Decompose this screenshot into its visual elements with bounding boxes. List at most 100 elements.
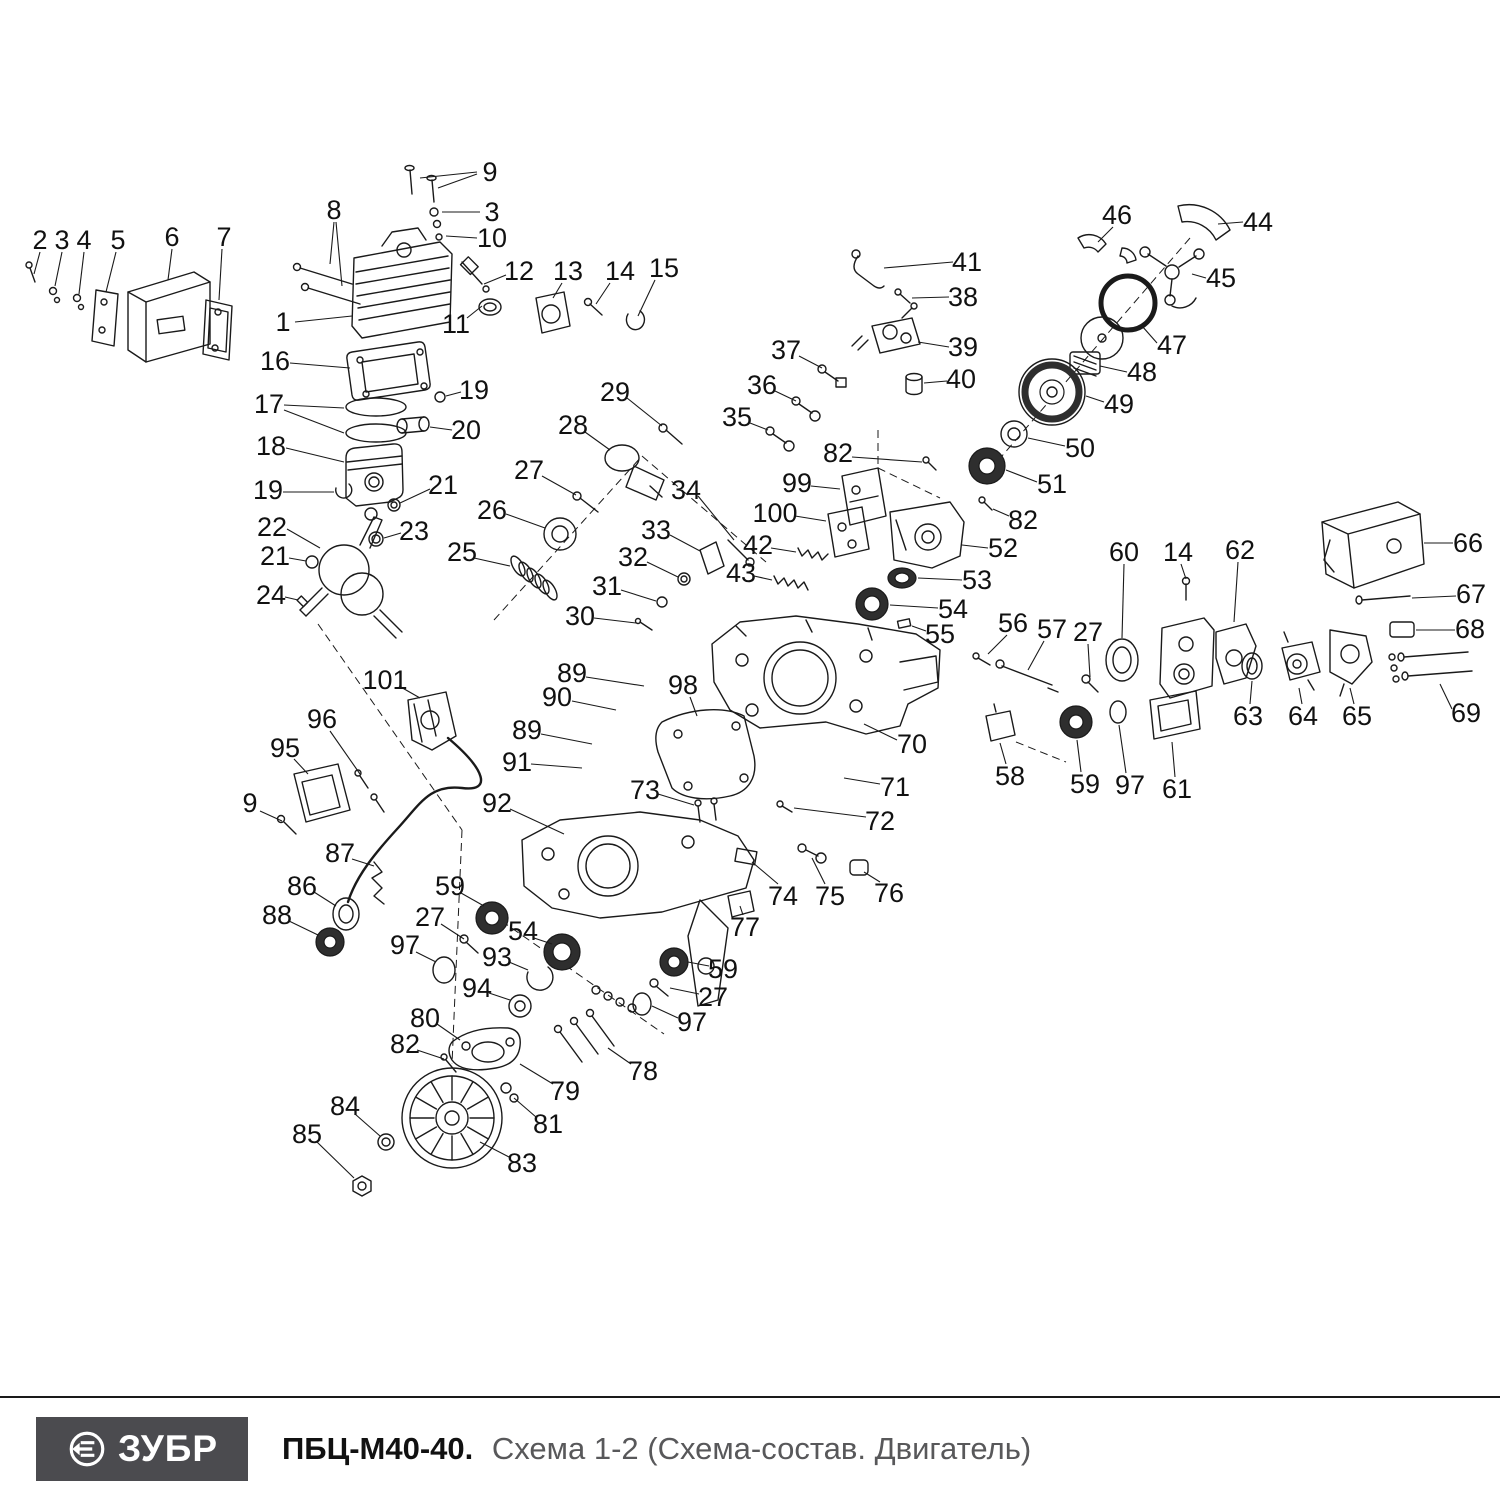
leader-line [798, 355, 823, 369]
leader-line [289, 362, 351, 369]
part-label-91: 91 [502, 747, 532, 777]
leader-line [753, 575, 773, 581]
part-label-13: 13 [553, 256, 583, 286]
leader-line [770, 547, 797, 553]
part-label-82: 82 [390, 1029, 420, 1059]
leader-line [697, 495, 735, 541]
part-label-82: 82 [823, 438, 853, 468]
part-label-14: 14 [605, 256, 635, 286]
part-label-45: 45 [1206, 263, 1236, 293]
leader-line [415, 951, 437, 963]
leader-line [593, 617, 637, 624]
leader-line [1439, 683, 1453, 710]
part-label-5: 5 [110, 225, 125, 255]
part-label-76: 76 [874, 878, 904, 908]
part-label-78: 78 [628, 1056, 658, 1086]
cylinder-parts-drawing [292, 164, 646, 547]
leader-line [460, 892, 485, 907]
leader-line [1121, 563, 1125, 639]
leader-line [473, 557, 511, 567]
leader-line [488, 992, 511, 1001]
leader-line [992, 508, 1010, 517]
part-label-53: 53 [962, 565, 992, 595]
leader-line [445, 235, 478, 239]
part-label-35: 35 [722, 402, 752, 432]
leader-line [917, 577, 963, 581]
part-label-43: 43 [726, 558, 756, 588]
leader-line [437, 173, 478, 189]
leader-line [33, 251, 41, 275]
part-label-61: 61 [1162, 774, 1192, 804]
leader-line [739, 905, 744, 916]
part-label-68: 68 [1455, 614, 1485, 644]
part-label-7: 7 [216, 222, 231, 252]
part-label-34: 34 [671, 475, 701, 505]
leader-line [1233, 561, 1239, 623]
leader-line [533, 937, 553, 945]
leader-line [911, 625, 927, 632]
leader-line [1027, 437, 1066, 447]
leader-line [54, 251, 63, 287]
part-label-37: 37 [771, 335, 801, 365]
part-label-2: 2 [32, 225, 47, 255]
part-label-59: 59 [435, 871, 465, 901]
flywheel-drawing [352, 901, 689, 1197]
part-label-44: 44 [1243, 207, 1273, 237]
part-label-73: 73 [630, 775, 660, 805]
schema-subtitle: Схема 1-2 (Схема-состав. Двигатель) [491, 1431, 1032, 1466]
part-label-47: 47 [1157, 330, 1187, 360]
leader-line [416, 1049, 445, 1060]
leader-line [863, 871, 881, 883]
part-label-23: 23 [399, 516, 429, 546]
leader-line [1191, 273, 1207, 279]
crankshaft-drawing [296, 507, 403, 639]
zubr-emblem-icon [69, 1431, 105, 1467]
leader-line [351, 858, 375, 867]
leader-line [1249, 680, 1253, 705]
part-label-39: 39 [948, 332, 978, 362]
leader-line [1085, 395, 1105, 403]
leader-line [669, 534, 701, 552]
part-label-49: 49 [1104, 389, 1134, 419]
leader-line [354, 1113, 381, 1137]
oiler-carb-drawing [765, 249, 923, 452]
leader-line [987, 634, 1008, 655]
part-label-86: 86 [287, 871, 317, 901]
part-label-46: 46 [1102, 200, 1132, 230]
leader-line [651, 1005, 679, 1019]
part-label-75: 75 [815, 881, 845, 911]
part-label-97: 97 [677, 1007, 707, 1037]
leader-line [751, 861, 779, 885]
part-label-97: 97 [390, 930, 420, 960]
leader-line [689, 696, 698, 717]
leader-line [398, 685, 421, 699]
part-label-83: 83 [507, 1148, 537, 1178]
part-label-95: 95 [270, 733, 300, 763]
leader-line [288, 920, 319, 936]
part-label-27: 27 [415, 902, 445, 932]
part-label-21: 21 [428, 470, 458, 500]
leader-line [911, 296, 950, 299]
exploded-parts-diagram: 2345679831012131415111161917201819212223… [25, 157, 1486, 1197]
part-label-50: 50 [1065, 433, 1095, 463]
part-label-22: 22 [257, 512, 287, 542]
leader-line [999, 742, 1007, 765]
part-label-41: 41 [952, 247, 982, 277]
part-label-25: 25 [447, 537, 477, 567]
crankcase-upper-drawing [655, 615, 941, 800]
leader-line [541, 475, 577, 496]
leader-line [811, 857, 826, 885]
leader-line [1180, 563, 1187, 580]
part-label-87: 87 [325, 838, 355, 868]
part-label-64: 64 [1288, 701, 1318, 731]
part-label-27: 27 [698, 982, 728, 1012]
leader-line [429, 426, 453, 431]
leader-line [285, 447, 345, 463]
part-label-56: 56 [998, 608, 1028, 638]
part-label-19: 19 [253, 475, 283, 505]
part-label-80: 80 [410, 1003, 440, 1033]
part-label-9: 9 [242, 788, 257, 818]
part-label-81: 81 [533, 1109, 563, 1139]
leader-line [259, 810, 283, 822]
